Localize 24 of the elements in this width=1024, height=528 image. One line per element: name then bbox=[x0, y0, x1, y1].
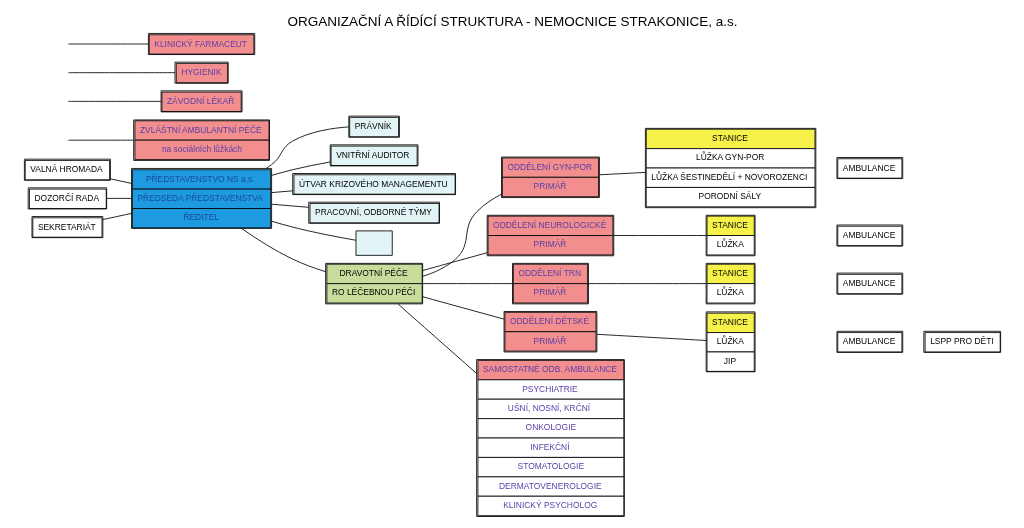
connector bbox=[265, 126, 349, 169]
connector bbox=[270, 220, 356, 241]
connector bbox=[397, 303, 477, 374]
connector bbox=[106, 198, 132, 199]
node-box bbox=[355, 230, 393, 256]
connector bbox=[109, 178, 132, 184]
connector bbox=[67, 139, 134, 141]
connector bbox=[598, 172, 646, 176]
connector bbox=[240, 228, 326, 273]
connector bbox=[421, 193, 502, 277]
connector bbox=[102, 212, 132, 220]
connector bbox=[421, 283, 513, 285]
connector bbox=[421, 296, 504, 320]
connector bbox=[270, 203, 309, 208]
connector bbox=[613, 235, 706, 236]
connector bbox=[67, 72, 175, 74]
connector bbox=[67, 43, 149, 45]
connector bbox=[421, 252, 487, 271]
connector bbox=[270, 190, 293, 193]
connector bbox=[596, 333, 706, 341]
diagram-title: ORGANIZAČNÍ A ŘÍDÍCÍ STRUKTURA - NEMOCNICE STRAKONICE, a.s. bbox=[286, 13, 738, 29]
connector bbox=[67, 100, 161, 102]
connector bbox=[270, 161, 330, 176]
connector bbox=[587, 283, 706, 285]
